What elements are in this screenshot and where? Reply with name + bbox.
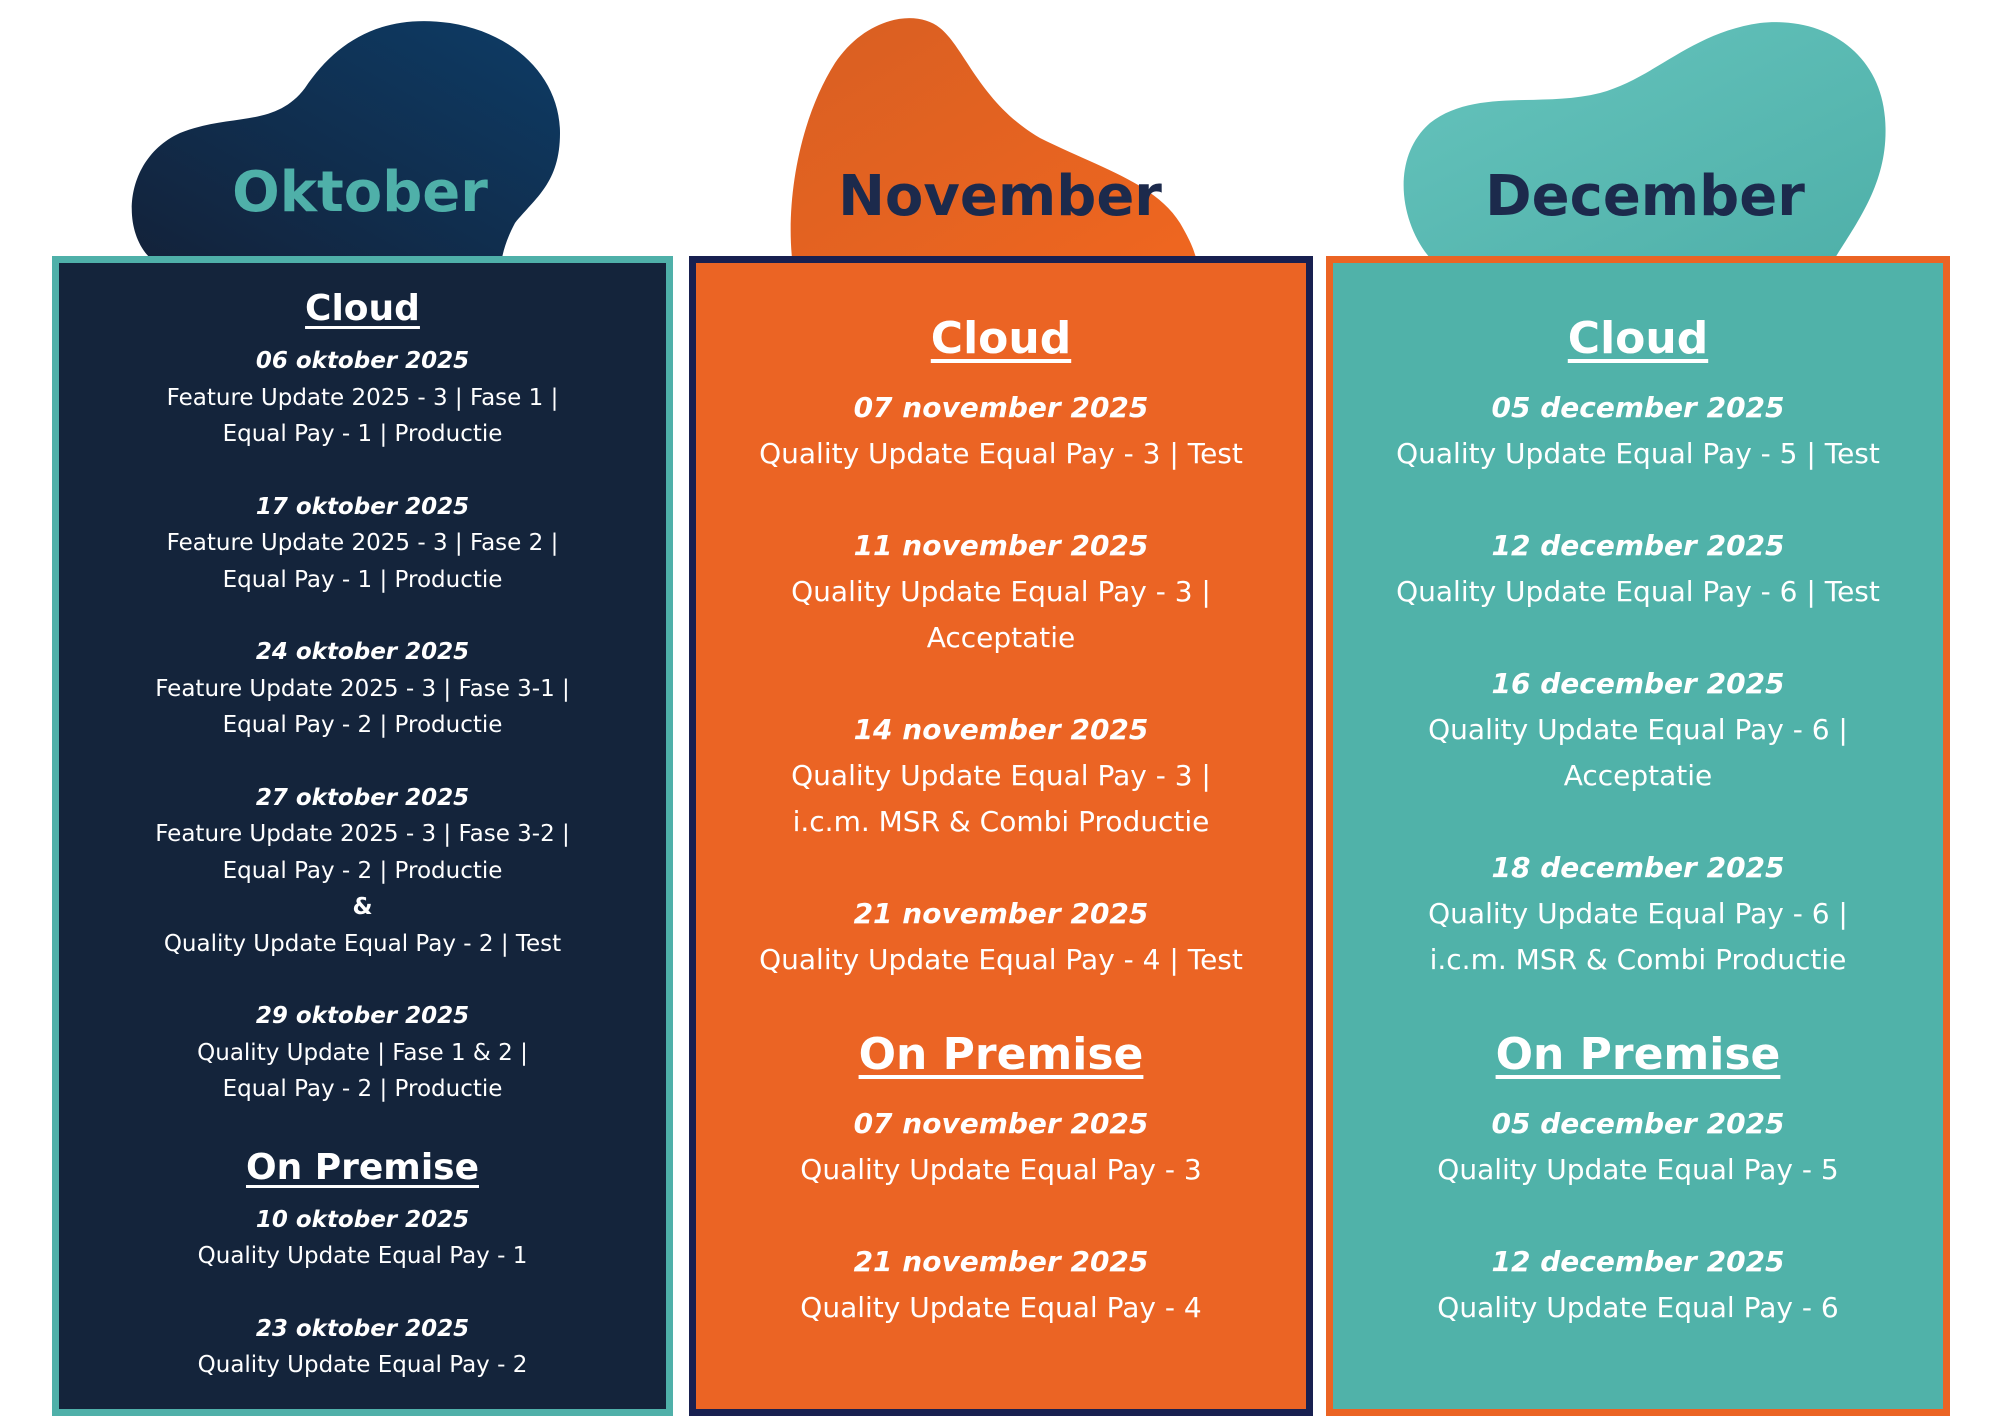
entry-description-line: & [352,894,373,920]
entry-description-line: Feature Update 2025 - 3 | Fase 2 | [166,530,559,556]
entry-description-line: Equal Pay - 2 | Productie [222,857,503,884]
entry-description-line: Quality Update Equal Pay - 2 [197,1352,528,1378]
entry-description-line: Quality Update Equal Pay - 2 | Test [163,930,562,957]
november-blob-shape [790,18,1196,259]
section-title-december-cloud: Cloud [1567,313,1709,364]
entry-date: 14 november 2025 [853,713,1149,746]
entry-date: 24 oktober 2025 [255,639,470,665]
entry-description-line: Quality Update Equal Pay - 3 [800,1153,1202,1186]
entry-date: 05 december 2025 [1491,391,1785,424]
month-title-november: November [838,164,1162,229]
entry-date: 27 oktober 2025 [255,784,470,811]
entry-date: 07 november 2025 [853,391,1149,424]
section-title-november-cloud: Cloud [930,313,1072,364]
entry-description-line: Equal Pay - 2 | Productie [222,1076,503,1102]
month-title-oktober: Oktober [232,160,488,225]
entry-description-line: Equal Pay - 1 | Productie [222,421,503,447]
entry-description-line: Quality Update Equal Pay - 3 | Test [759,437,1243,470]
entry-description-line: Quality Update Equal Pay - 1 [197,1243,528,1269]
entry-description-line: Quality Update Equal Pay - 5 [1437,1153,1839,1186]
entry-description-line: i.c.m. MSR & Combi Productie [1429,943,1847,976]
month-title-december: December [1485,164,1805,229]
entry-description-line: Quality Update Equal Pay - 5 | Test [1396,437,1880,470]
entry-description-line: Feature Update 2025 - 3 | Fase 3-1 | [155,675,570,702]
entry-description-line: Equal Pay - 2 | Productie [222,712,503,738]
entry-date: 16 december 2025 [1491,667,1785,700]
entry-description-line: Quality Update Equal Pay - 6 | [1428,897,1848,930]
entry-date: 18 december 2025 [1491,851,1785,884]
entry-date: 21 november 2025 [853,897,1149,930]
entry-date: 29 oktober 2025 [255,1003,470,1029]
entry-description-line: Quality Update Equal Pay - 4 | Test [759,943,1243,976]
entry-date: 12 december 2025 [1491,1245,1785,1278]
entry-date: 11 november 2025 [853,529,1149,562]
section-title-oktober-cloud: Cloud [305,288,420,329]
entry-description-line: Feature Update 2025 - 3 | Fase 3-2 | [155,821,570,847]
entry-date: 23 oktober 2025 [255,1315,470,1342]
entry-description-line: Acceptatie [1563,759,1713,792]
section-title-december-on-premise: On Premise [1495,1029,1781,1080]
oktober-blob-shape [131,21,560,259]
entry-description-line: Feature Update 2025 - 3 | Fase 1 | [166,384,559,411]
entry-description-line: Equal Pay - 1 | Productie [222,566,503,593]
entry-description-line: Quality Update Equal Pay - 6 | [1428,713,1848,746]
entry-date: 06 oktober 2025 [255,348,470,374]
december-blob-shape [1403,22,1886,258]
entry-description-line: Quality Update Equal Pay - 6 | Test [1396,575,1880,608]
entry-description-line: Quality Update Equal Pay - 3 | [791,575,1211,608]
entry-description-line: Quality Update Equal Pay - 6 [1437,1291,1839,1324]
section-title-november-on-premise: On Premise [858,1029,1144,1080]
entry-date: 05 december 2025 [1491,1107,1785,1140]
entry-description-line: Acceptatie [926,621,1076,654]
entry-description-line: Quality Update | Fase 1 & 2 | [197,1039,528,1066]
entry-description-line: Quality Update Equal Pay - 4 [800,1291,1202,1324]
entry-description-line: i.c.m. MSR & Combi Productie [792,805,1210,838]
entry-date: 21 november 2025 [853,1245,1149,1278]
entry-description-line: Quality Update Equal Pay - 3 | [791,759,1211,792]
entry-date: 07 november 2025 [853,1107,1149,1140]
entry-date: 10 oktober 2025 [255,1206,470,1233]
entry-date: 17 oktober 2025 [255,493,470,520]
entry-date: 12 december 2025 [1491,529,1785,562]
section-title-oktober-on-premise: On Premise [245,1146,479,1188]
